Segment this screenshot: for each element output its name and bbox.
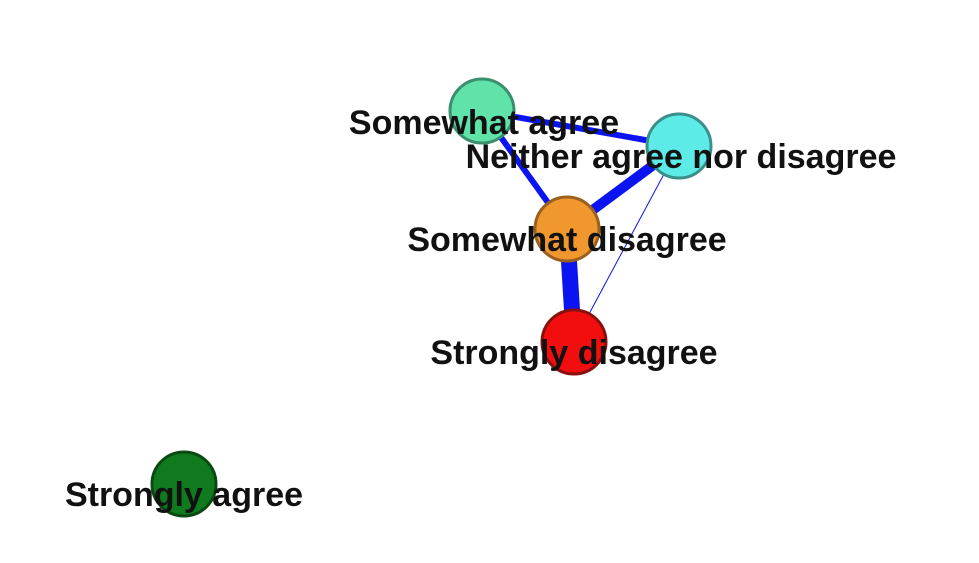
node-label-strongly-disagree: Strongly disagree [430,334,717,372]
node-somewhat-agree [448,77,516,145]
edge-neither-strongly_disagree [573,145,680,343]
nodes-layer [150,77,713,518]
node-neither [645,112,713,180]
node-somewhat-disagree [533,195,601,263]
node-label-neither: Neither agree nor disagree [466,138,897,176]
node-label-somewhat-disagree: Somewhat disagree [407,221,726,259]
node-strongly-disagree [540,308,608,376]
node-strongly-agree [150,450,218,518]
node-label-strongly-agree: Strongly agree [65,476,303,514]
node-label-somewhat-agree: Somewhat agree [349,104,619,142]
